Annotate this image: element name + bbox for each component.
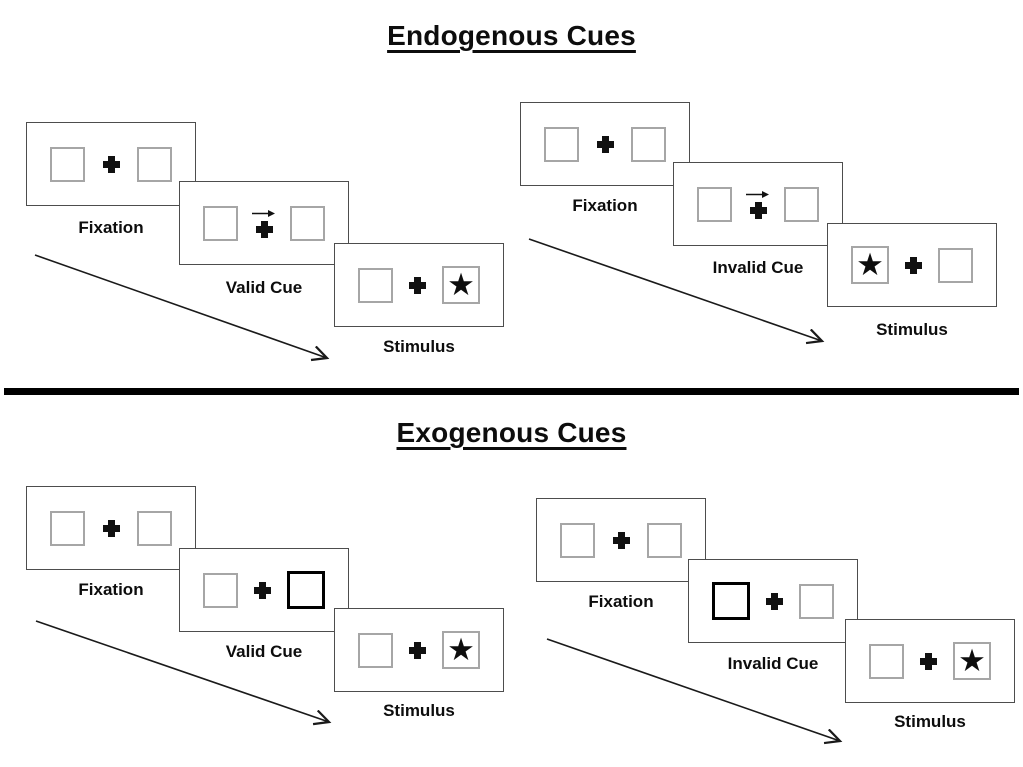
stimulus-screen: ★ xyxy=(334,608,504,692)
fixation-cross-icon xyxy=(612,531,630,549)
cue-screen xyxy=(179,181,349,265)
left-placeholder-box xyxy=(50,510,85,546)
time-arrow-exogenous-valid xyxy=(35,620,329,722)
stimulus-label: Stimulus xyxy=(876,320,948,339)
fixation-cross-icon xyxy=(766,592,783,610)
section-title-endogenous: Endogenous Cues xyxy=(387,20,636,51)
left-placeholder-box xyxy=(358,267,393,303)
star-icon: ★ xyxy=(958,642,986,678)
fixation-screen xyxy=(520,102,690,186)
left-placeholder-box xyxy=(544,126,579,162)
stimulus-screen: ★ xyxy=(845,619,1015,703)
right-placeholder-box xyxy=(137,510,172,546)
cue-label: Invalid Cue xyxy=(727,654,819,673)
stimulus-label: Stimulus xyxy=(894,712,966,731)
cue-arrow-right-icon xyxy=(746,190,769,198)
right-placeholder-box xyxy=(290,205,325,241)
cue-screen xyxy=(179,548,349,632)
section-title-exogenous: Exogenous Cues xyxy=(396,417,627,448)
star-target-box: ★ xyxy=(851,246,889,284)
highlighted-cue-box xyxy=(712,582,750,620)
fixation-label: Fixation xyxy=(78,218,144,237)
section-divider xyxy=(4,388,1019,395)
time-arrow-endogenous-invalid xyxy=(528,238,822,341)
star-icon: ★ xyxy=(447,266,475,302)
fixation-cross-icon xyxy=(409,641,426,659)
left-placeholder-box xyxy=(697,186,732,222)
right-placeholder-box xyxy=(938,247,973,283)
central-cue-group xyxy=(746,190,770,219)
right-placeholder-box xyxy=(799,583,834,619)
cue-label: Invalid Cue xyxy=(712,258,804,277)
fixation-cross-icon xyxy=(905,256,922,274)
fixation-label: Fixation xyxy=(78,580,144,599)
time-arrow-endogenous-valid xyxy=(34,254,327,358)
fixation-label: Fixation xyxy=(588,592,654,611)
right-placeholder-box xyxy=(784,186,819,222)
cue-label: Valid Cue xyxy=(225,642,303,661)
highlighted-cue-box xyxy=(287,571,325,609)
star-icon: ★ xyxy=(856,246,884,282)
left-placeholder-box xyxy=(869,643,904,679)
fixation-screen xyxy=(26,122,196,206)
fixation-cross-icon xyxy=(920,652,937,670)
fixation-cross-icon xyxy=(102,519,120,537)
fixation-screen xyxy=(26,486,196,570)
fixation-cross-icon xyxy=(409,276,426,294)
fixation-label: Fixation xyxy=(572,196,638,215)
fixation-screen xyxy=(536,498,706,582)
cue-label: Valid Cue xyxy=(225,278,303,297)
left-placeholder-box xyxy=(560,522,595,558)
right-placeholder-box xyxy=(631,126,666,162)
central-cue-group xyxy=(252,209,276,238)
stimulus-label: Stimulus xyxy=(383,701,455,720)
left-placeholder-box xyxy=(203,572,238,608)
fixation-cross-icon xyxy=(254,581,271,599)
stimulus-screen: ★ xyxy=(827,223,997,307)
fixation-cross-icon xyxy=(102,155,120,173)
right-placeholder-box xyxy=(647,522,682,558)
left-placeholder-box xyxy=(50,146,85,182)
cue-arrow-right-icon xyxy=(252,209,275,217)
cue-screen xyxy=(688,559,858,643)
fixation-cross-icon xyxy=(255,220,273,238)
stimulus-label: Stimulus xyxy=(383,337,455,356)
stimulus-screen: ★ xyxy=(334,243,504,327)
star-target-box: ★ xyxy=(953,642,991,680)
star-target-box: ★ xyxy=(442,266,480,304)
right-placeholder-box xyxy=(137,146,172,182)
left-placeholder-box xyxy=(203,205,238,241)
fixation-cross-icon xyxy=(749,201,767,219)
left-placeholder-box xyxy=(358,632,393,668)
cue-screen xyxy=(673,162,843,246)
star-target-box: ★ xyxy=(442,631,480,669)
fixation-cross-icon xyxy=(596,135,614,153)
star-icon: ★ xyxy=(447,631,475,667)
